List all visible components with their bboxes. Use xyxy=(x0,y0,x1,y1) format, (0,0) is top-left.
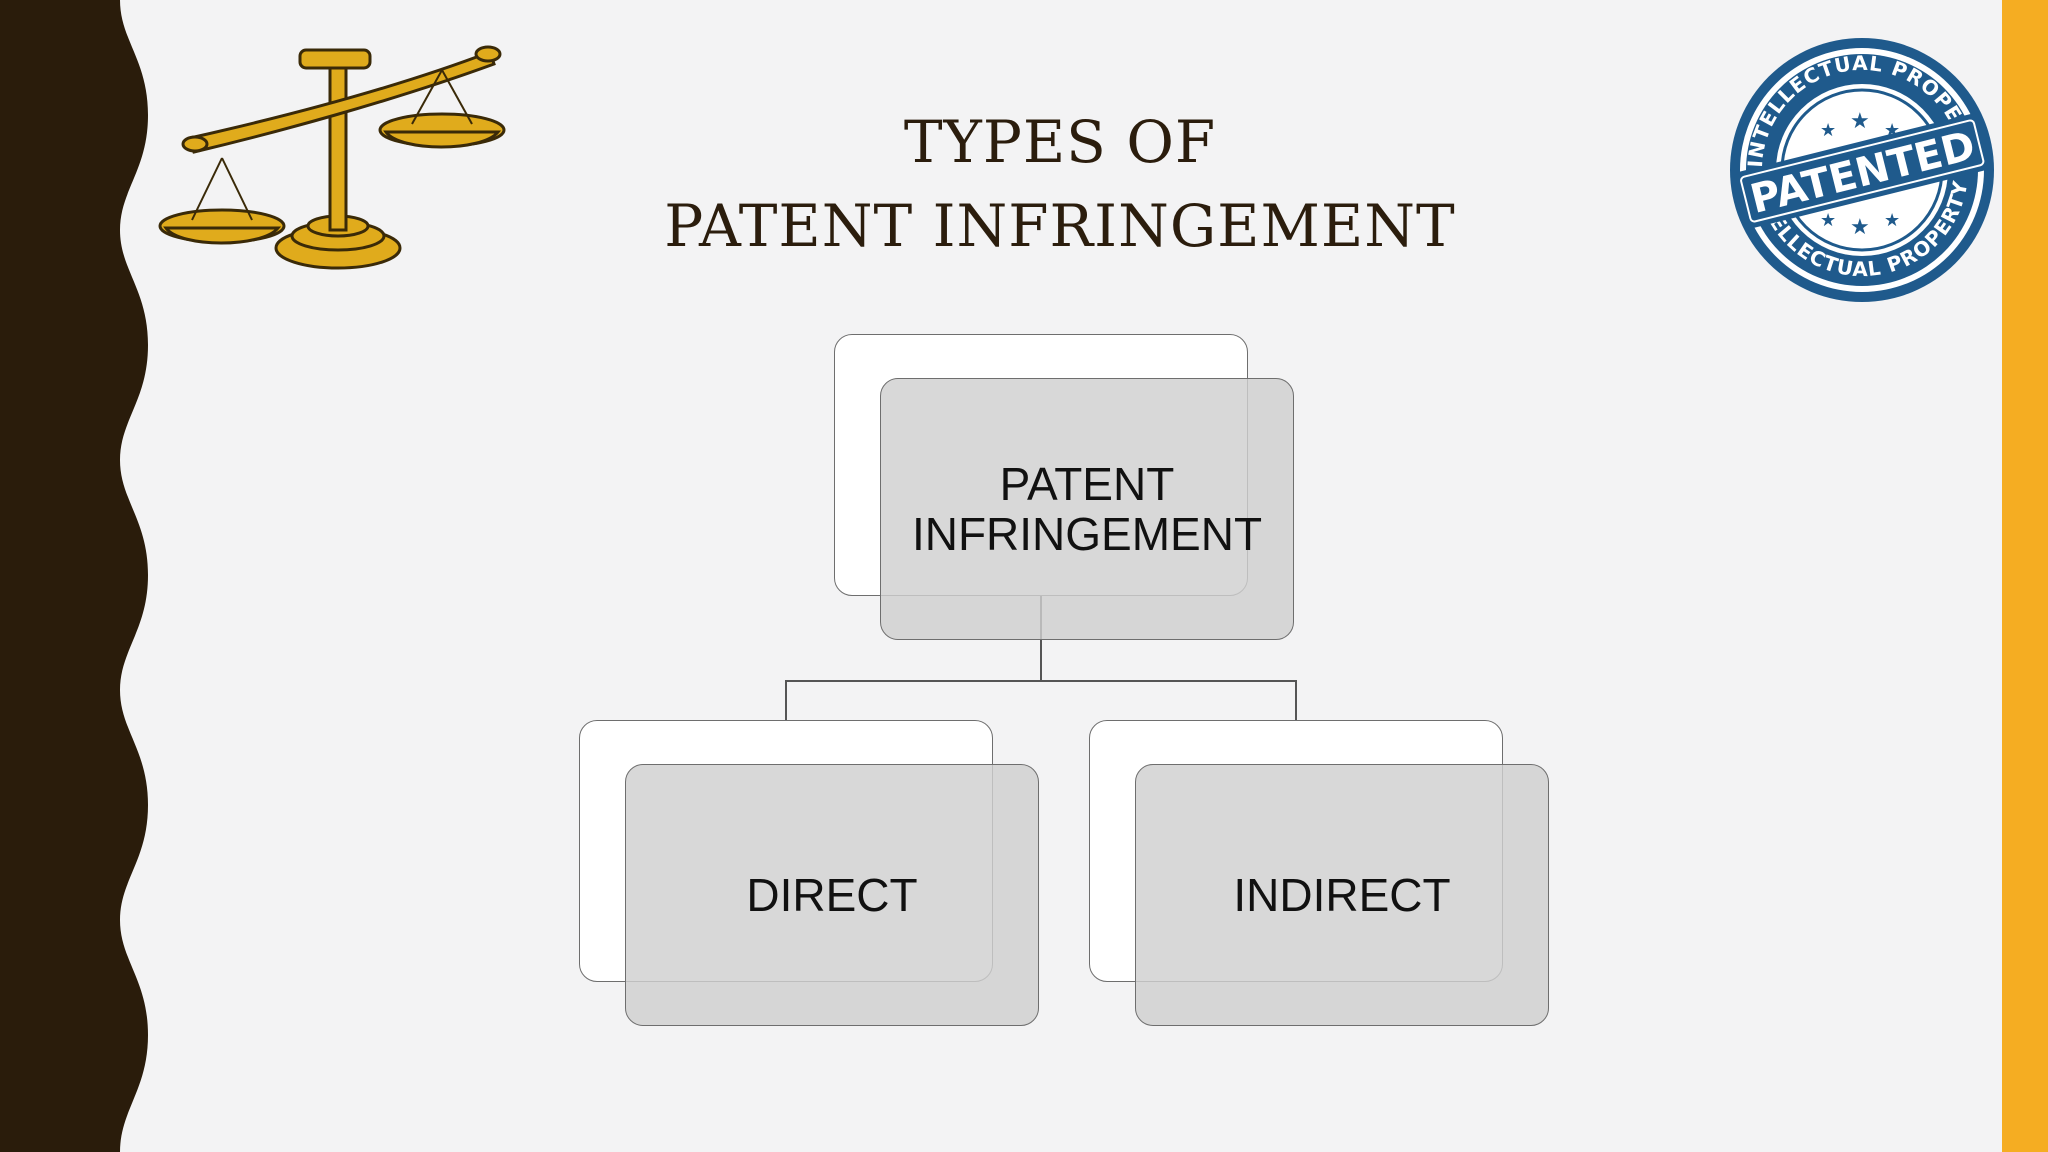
svg-text:★: ★ xyxy=(1884,210,1900,230)
svg-text:★: ★ xyxy=(1850,108,1870,133)
root-node-label-line-1: PATENT xyxy=(912,459,1262,509)
title-line-1: TYPES OF xyxy=(560,100,1560,184)
indirect-node-label: INDIRECT xyxy=(1233,870,1450,920)
indirect-node: INDIRECT xyxy=(1135,764,1549,1026)
right-accent-band xyxy=(2002,0,2048,1152)
left-wavy-band xyxy=(0,0,160,1152)
svg-text:★: ★ xyxy=(1820,120,1836,140)
patented-stamp-icon: INTELLECTUAL PROPERTY INTELLECTUAL PROPE… xyxy=(1722,30,2002,310)
direct-node-label: DIRECT xyxy=(746,870,917,920)
connector-root-to-indirect xyxy=(1041,681,1296,720)
title-line-2: PATENT INFRINGEMENT xyxy=(560,184,1560,268)
svg-text:★: ★ xyxy=(1820,210,1836,230)
direct-node: DIRECT xyxy=(625,764,1039,1026)
svg-text:★: ★ xyxy=(1850,214,1870,239)
root-node-label: PATENT INFRINGEMENT xyxy=(912,459,1262,559)
slide-title: TYPES OF PATENT INFRINGEMENT xyxy=(560,100,1560,268)
scales-of-justice-icon xyxy=(150,30,530,280)
root-node-label-line-2: INFRINGEMENT xyxy=(912,509,1262,559)
root-node: PATENT INFRINGEMENT xyxy=(880,378,1294,640)
